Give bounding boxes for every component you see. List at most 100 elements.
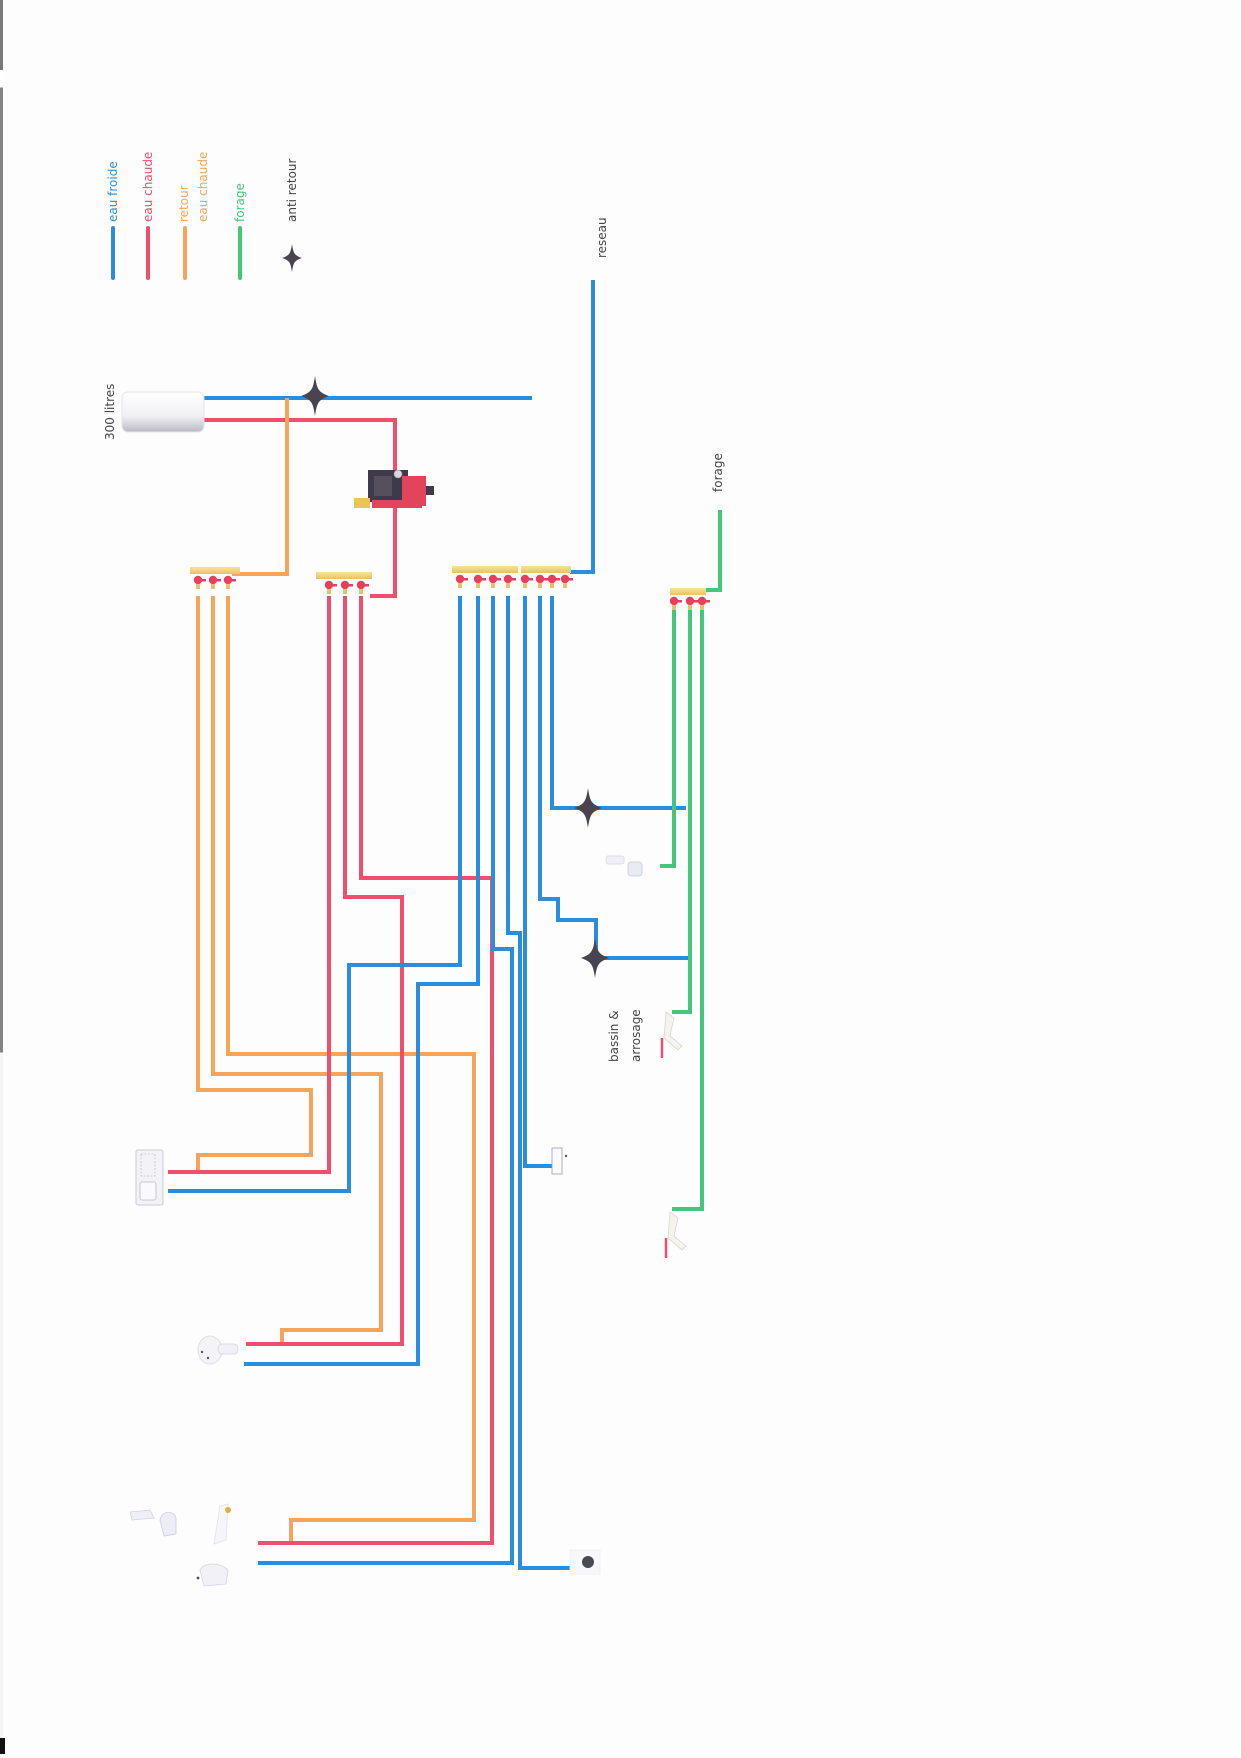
valve-lever xyxy=(348,584,353,587)
hot-manifold xyxy=(316,572,372,594)
valve-handle[interactable] xyxy=(697,596,707,606)
hot-pipe xyxy=(246,596,404,1346)
cold-a-manifold xyxy=(452,566,518,588)
bathroom-cluster-fixtures xyxy=(129,1503,231,1587)
valve-outlet xyxy=(538,583,542,588)
pipes xyxy=(168,280,722,1570)
legend-check-valve-icon xyxy=(282,244,302,272)
valve-outlet xyxy=(550,583,554,588)
valve-outlet xyxy=(359,589,363,594)
floor-drain-fixture xyxy=(569,1549,601,1575)
valve-lever xyxy=(364,584,369,587)
valve-lever xyxy=(231,579,236,582)
check-valve-icon xyxy=(282,244,302,272)
valve-outlet xyxy=(327,589,331,594)
valve-outlet xyxy=(476,583,480,588)
valve-handle[interactable] xyxy=(324,580,334,590)
valve-lever xyxy=(555,578,560,581)
valve-lever xyxy=(677,600,682,603)
valve-outlet xyxy=(700,605,704,610)
cold-pipe xyxy=(258,596,514,1565)
cold-pipe xyxy=(538,596,690,960)
pump-screw xyxy=(393,469,403,479)
check-valve-icon xyxy=(574,788,602,828)
valve-handle[interactable] xyxy=(488,574,498,584)
valve-outlet xyxy=(458,583,462,588)
valve-handle[interactable] xyxy=(547,574,557,584)
return-pipe xyxy=(196,596,313,1170)
cold-pipe xyxy=(506,596,580,1570)
valve-handle[interactable] xyxy=(356,580,366,590)
return-pipe xyxy=(211,596,383,1345)
manifold-bar xyxy=(521,566,571,573)
legend-label-hot: eau chaude xyxy=(141,152,155,222)
pump-face xyxy=(374,476,392,496)
valve-lever xyxy=(496,578,501,581)
well-manifold xyxy=(669,588,710,610)
valve-lever xyxy=(528,578,533,581)
valve-outlet xyxy=(196,584,200,589)
valve-handle[interactable] xyxy=(669,596,679,606)
garden-tap-fixture xyxy=(660,1011,683,1058)
valve-handle[interactable] xyxy=(455,574,465,584)
check-valve-icon xyxy=(581,938,609,978)
valve-handle[interactable] xyxy=(560,574,570,584)
washbasin-fixture xyxy=(197,1335,239,1365)
manifold-bar xyxy=(452,566,518,573)
well-pipe xyxy=(672,610,692,1014)
return-manifold xyxy=(190,567,240,589)
garden-label-2: arrosage xyxy=(629,1009,643,1062)
tank-body xyxy=(121,391,205,433)
valve-lever xyxy=(463,578,468,581)
cold-pipe xyxy=(523,596,552,1168)
cold-pipe xyxy=(244,596,480,1366)
valve-outlet xyxy=(343,589,347,594)
valve-outlet xyxy=(688,605,692,610)
valve-handle[interactable] xyxy=(340,580,350,590)
valve-lever xyxy=(201,579,206,582)
valve-handle[interactable] xyxy=(503,574,513,584)
valve-lever xyxy=(543,578,548,581)
cold-pipe xyxy=(550,596,686,810)
legend: eau froide eau chaude retour eau chaude … xyxy=(106,152,302,280)
circulation-pump xyxy=(354,469,434,508)
garden-label-1: bassin & xyxy=(607,1010,621,1062)
return-pipe xyxy=(232,398,289,576)
pump-fitting xyxy=(354,498,370,508)
manifold-bar xyxy=(316,572,372,579)
pump-motor-cap xyxy=(426,486,434,495)
check-valve-icon xyxy=(301,376,329,416)
legend-label-check-valve: anti retour xyxy=(285,158,299,222)
mains-label: reseau xyxy=(595,217,609,258)
valve-handle[interactable] xyxy=(685,596,695,606)
cold-pipe xyxy=(168,596,462,1193)
tank-label: 300 litres xyxy=(103,384,117,440)
well-source-label: forage xyxy=(711,453,725,492)
valve-lever xyxy=(705,600,710,603)
valve-handle[interactable] xyxy=(473,574,483,584)
valve-lever xyxy=(511,578,516,581)
valve-handle[interactable] xyxy=(223,575,233,585)
manifold-bar xyxy=(670,588,706,595)
manifold-bar xyxy=(190,567,240,574)
manifolds xyxy=(190,566,710,610)
valve-lever xyxy=(332,584,337,587)
well-pipe xyxy=(672,610,704,1211)
valve-handle[interactable] xyxy=(193,575,203,585)
legend-label-return-1: retour xyxy=(177,185,191,222)
valve-outlet xyxy=(226,584,230,589)
valve-outlet xyxy=(523,583,527,588)
legend-label-cold: eau froide xyxy=(106,161,120,222)
cold-b-manifold xyxy=(520,566,573,588)
valve-lever xyxy=(216,579,221,582)
valve-outlet xyxy=(491,583,495,588)
valve-handle[interactable] xyxy=(535,574,545,584)
valve-handle[interactable] xyxy=(208,575,218,585)
return-pipe xyxy=(226,596,476,1543)
valve-outlet xyxy=(506,583,510,588)
pump-volute xyxy=(372,500,422,508)
water-heater-tank: 300 litres xyxy=(103,384,205,440)
valve-handle[interactable] xyxy=(520,574,530,584)
